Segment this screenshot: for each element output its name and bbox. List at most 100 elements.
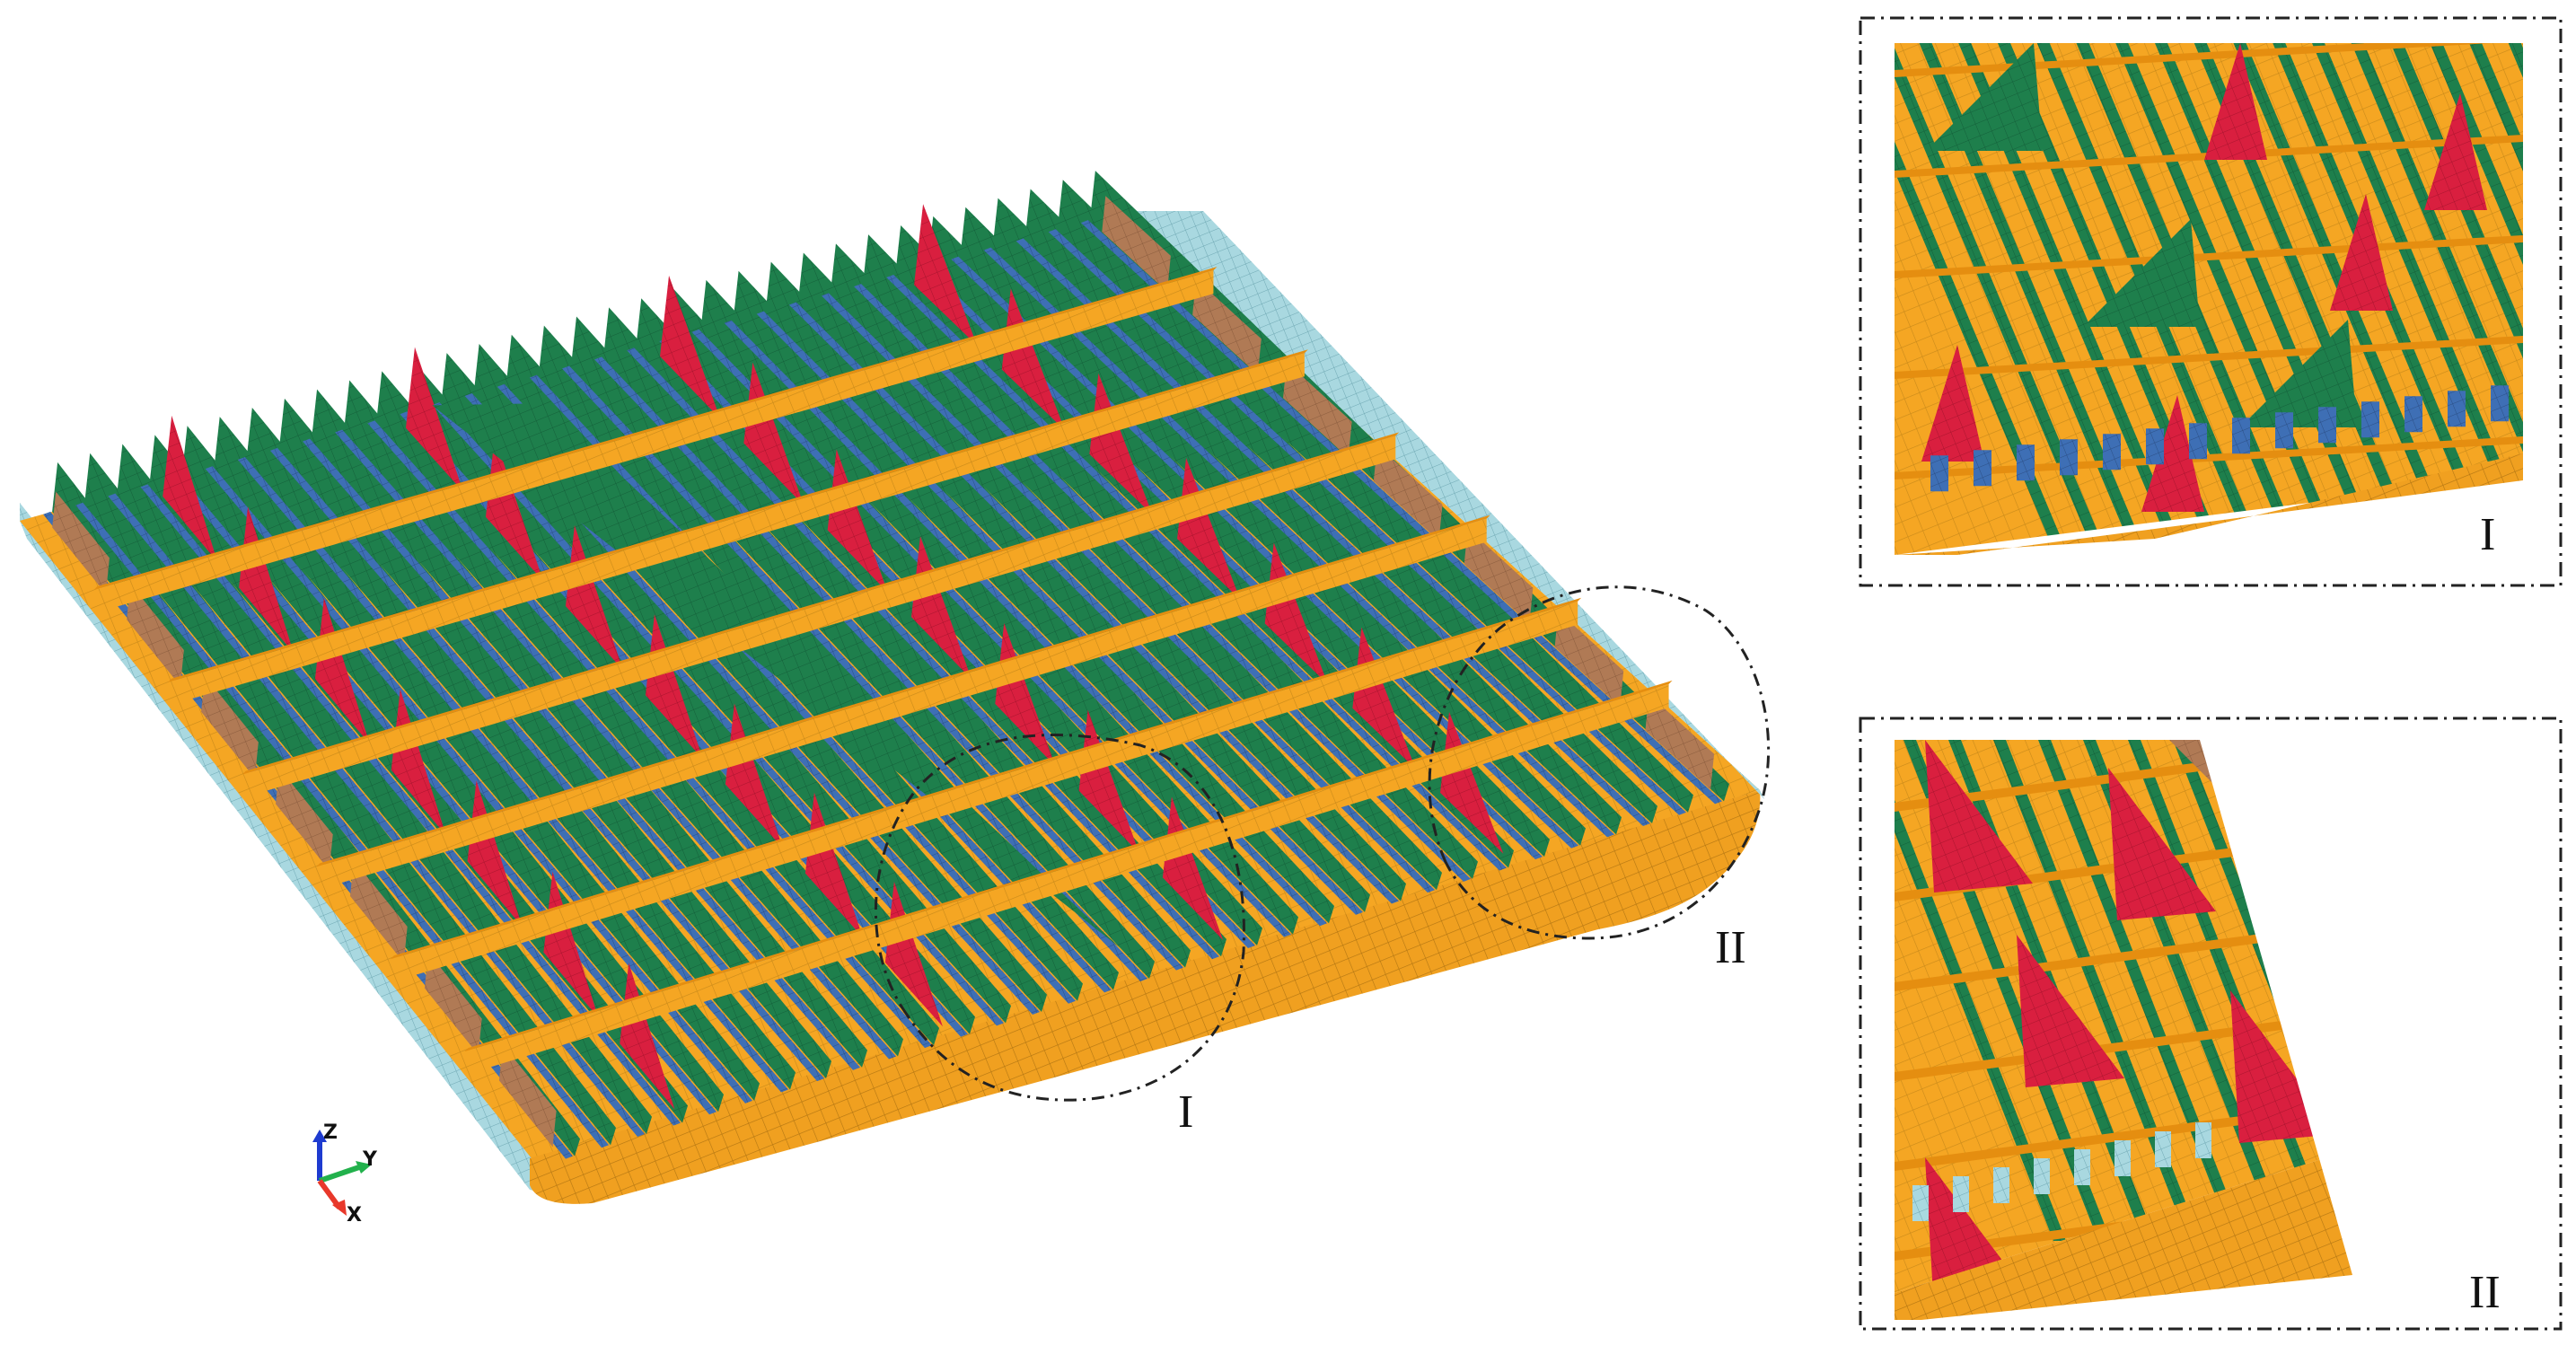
transverse-frame-flange bbox=[464, 680, 1673, 1052]
transverse-frame-web bbox=[168, 353, 1305, 706]
brown-bracket bbox=[1645, 694, 1715, 790]
brown-bracket bbox=[424, 952, 482, 1055]
stiffener-base bbox=[788, 302, 1399, 904]
transverse-frame-web bbox=[93, 270, 1214, 613]
inset-light-stiffener bbox=[2155, 1131, 2171, 1167]
brown-bracket bbox=[127, 584, 184, 687]
inset-frame bbox=[1895, 436, 2523, 479]
stiffener-base bbox=[303, 438, 860, 1070]
detail-label-one: I bbox=[1178, 1086, 1193, 1138]
transverse-frame-web bbox=[464, 683, 1669, 1076]
brown-bracket bbox=[1192, 278, 1262, 375]
detail-label-two: II bbox=[1715, 922, 1746, 973]
main-panel-model bbox=[20, 171, 1764, 1204]
red-bracket bbox=[405, 347, 464, 493]
brown-bracket bbox=[1373, 444, 1443, 541]
inset-blue-stiffener bbox=[2318, 407, 2336, 444]
brown-bracket bbox=[201, 675, 259, 778]
inset-blue-stiffener bbox=[1974, 450, 1991, 487]
transverse-frame-web bbox=[390, 601, 1578, 983]
brown-bracket bbox=[349, 860, 408, 963]
inset-stiffener bbox=[2508, 43, 2523, 78]
transverse-frame-flange bbox=[168, 349, 1308, 682]
inset-blue-stiffener bbox=[2448, 391, 2466, 427]
inset-blue-stiffener bbox=[2361, 401, 2379, 438]
transverse-frame-flange bbox=[93, 267, 1218, 590]
stiffener-base bbox=[1048, 229, 1686, 815]
inset-stiffener bbox=[2430, 43, 2523, 266]
inset-red-bracket bbox=[2424, 93, 2487, 210]
transverse-frame-web bbox=[242, 435, 1396, 798]
inset-stiffener bbox=[1998, 43, 2222, 546]
stiffener-base bbox=[756, 311, 1363, 915]
inset-stiffener bbox=[2312, 43, 2523, 546]
inset-green-web bbox=[2083, 219, 2200, 327]
stiffener-base bbox=[821, 293, 1435, 893]
inset-green-web bbox=[2240, 320, 2357, 427]
inset-blue-stiffener bbox=[2189, 423, 2207, 460]
inset-light-stiffener bbox=[1953, 1176, 1969, 1212]
red-bracket bbox=[163, 415, 218, 562]
inset-stiffener bbox=[1993, 740, 2201, 1241]
inset-light-stiffener bbox=[2195, 1122, 2211, 1158]
inset-red-bracket bbox=[2330, 194, 2393, 311]
brown-bracket bbox=[498, 1044, 557, 1148]
brown-bracket bbox=[1464, 528, 1534, 624]
stiffener-base bbox=[627, 347, 1219, 960]
inset-two-label: II bbox=[2469, 1267, 2501, 1318]
inset-stiffener bbox=[2038, 740, 2246, 1241]
inset-frame bbox=[1895, 336, 2523, 379]
transverse-frame-flange bbox=[390, 597, 1582, 960]
stiffener-base bbox=[724, 320, 1327, 927]
brown-bracket bbox=[1554, 611, 1624, 708]
stiffener-base bbox=[75, 502, 609, 1148]
brown-bracket bbox=[276, 768, 333, 871]
stiffener-base bbox=[983, 247, 1614, 838]
inset-blue-stiffener bbox=[2060, 439, 2078, 476]
axis-triad: Z Y X bbox=[312, 1121, 378, 1227]
inset-red-bracket bbox=[2141, 395, 2204, 512]
inset-one: I bbox=[1859, 16, 2563, 587]
transverse-frame-web bbox=[316, 518, 1487, 891]
detail-circle-two bbox=[1428, 585, 1771, 940]
inset-blue-stiffener bbox=[1930, 455, 1948, 492]
stiffener-base bbox=[335, 429, 896, 1060]
stiffener-base bbox=[172, 475, 717, 1115]
y-axis-arrow bbox=[319, 1165, 360, 1183]
inset-red-bracket bbox=[1925, 740, 2033, 893]
inset-stiffener bbox=[1895, 799, 2066, 1241]
brown-bracket bbox=[1283, 362, 1352, 458]
inset-blue-stiffener bbox=[2103, 434, 2121, 470]
stiffener-base bbox=[237, 456, 789, 1093]
stiffener-base bbox=[108, 493, 645, 1137]
inset-green-web bbox=[1926, 43, 2043, 151]
stiffener-base bbox=[854, 284, 1471, 882]
inset-red-bracket bbox=[2204, 43, 2267, 160]
y-axis-label: Y bbox=[362, 1148, 378, 1171]
inset-red-bracket bbox=[2017, 935, 2124, 1087]
stiffener-base bbox=[367, 420, 932, 1049]
inset-one-label: I bbox=[2480, 509, 2495, 560]
inset-blue-stiffener bbox=[2405, 396, 2422, 433]
inset-blue-stiffener bbox=[2146, 428, 2164, 465]
stiffener-base bbox=[464, 392, 1040, 1016]
inset-frame bbox=[1895, 43, 2492, 77]
inset-red-bracket bbox=[2108, 768, 2216, 920]
inset-light-stiffener bbox=[2074, 1149, 2090, 1185]
inset-red-bracket bbox=[1921, 345, 1984, 462]
x-axis-arrow bbox=[317, 1179, 342, 1209]
inset-blue-stiffener bbox=[2275, 412, 2293, 449]
inset-two: II bbox=[1859, 717, 2563, 1331]
stiffener-base bbox=[1015, 238, 1650, 827]
x-axis-label: X bbox=[347, 1204, 362, 1227]
inset-blue-stiffener bbox=[2491, 385, 2509, 422]
transverse-frame-flange bbox=[316, 514, 1490, 867]
red-bracket bbox=[660, 275, 721, 419]
stiffener-base bbox=[140, 484, 681, 1126]
brown-bracket bbox=[52, 491, 110, 594]
bilge-edge-plating bbox=[530, 790, 1761, 1204]
brown-bracket bbox=[1102, 196, 1171, 292]
inset-light-stiffener bbox=[2034, 1158, 2050, 1194]
stiffener-base bbox=[205, 466, 753, 1104]
